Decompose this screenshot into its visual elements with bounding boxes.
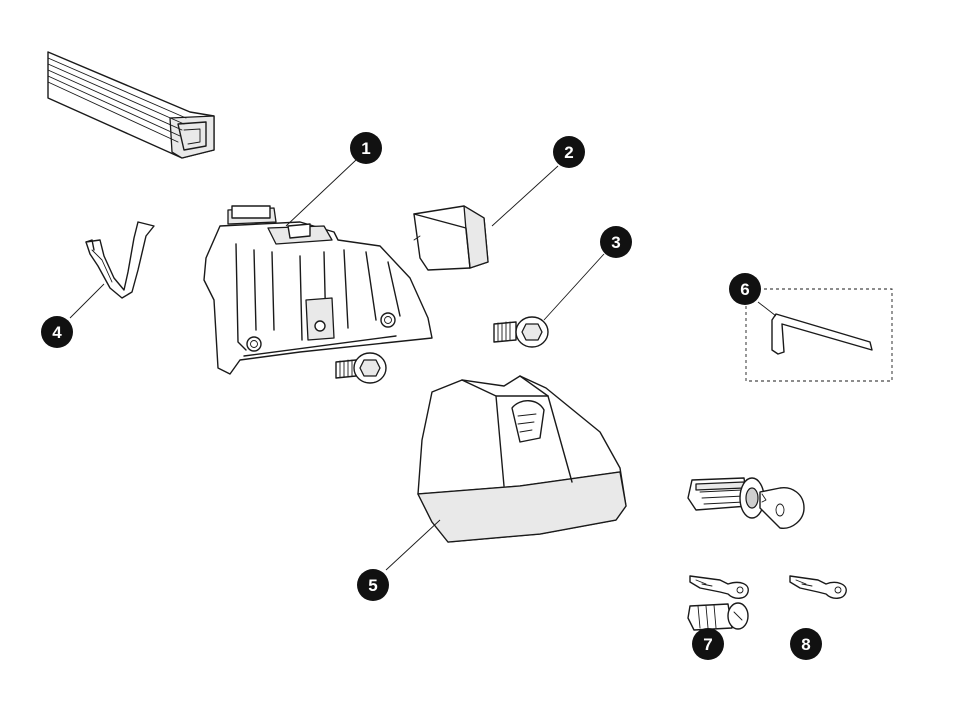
- end-cap-drawing: [413, 205, 489, 271]
- hex-screw-lower-drawing: [335, 352, 387, 384]
- callout-badge-8: [790, 628, 822, 660]
- fitting-clip-drawing: [85, 221, 155, 299]
- allen-key-drawing: [745, 288, 893, 382]
- lock-set-drawing: [687, 575, 749, 631]
- callout-1: 1: [350, 132, 382, 164]
- callout-badge-7: [692, 628, 724, 660]
- callout-badge-4: [41, 316, 73, 348]
- leader-lines: [69, 159, 777, 571]
- callout-6: 6: [729, 273, 761, 305]
- callout-label-6: 6: [740, 280, 749, 299]
- callout-label-4: 4: [52, 323, 62, 342]
- callout-label-5: 5: [368, 576, 377, 595]
- roof-bar-drawing: [47, 51, 215, 159]
- lock-cylinder-drawing: [687, 477, 805, 529]
- foot-pack-base-drawing: [203, 205, 433, 375]
- callout-3: 3: [600, 226, 632, 258]
- callout-label-8: 8: [801, 635, 810, 654]
- callout-badge-5: [357, 569, 389, 601]
- callout-label-1: 1: [361, 139, 370, 158]
- callout-5: 5: [357, 569, 389, 601]
- callout-label-3: 3: [611, 233, 620, 252]
- callout-8: 8: [790, 628, 822, 660]
- callout-label-2: 2: [564, 143, 573, 162]
- callout-4: 4: [41, 316, 73, 348]
- callout-badge-6: [729, 273, 761, 305]
- callout-2: 2: [553, 136, 585, 168]
- callout-badge-3: [600, 226, 632, 258]
- callout-7: 7: [692, 628, 724, 660]
- foot-cover-drawing: [417, 375, 627, 543]
- callout-label-7: 7: [703, 635, 712, 654]
- spare-key-drawing: [789, 575, 847, 599]
- callout-badge-1: [350, 132, 382, 164]
- callout-badge-2: [553, 136, 585, 168]
- hex-screw-drawing: [493, 316, 549, 348]
